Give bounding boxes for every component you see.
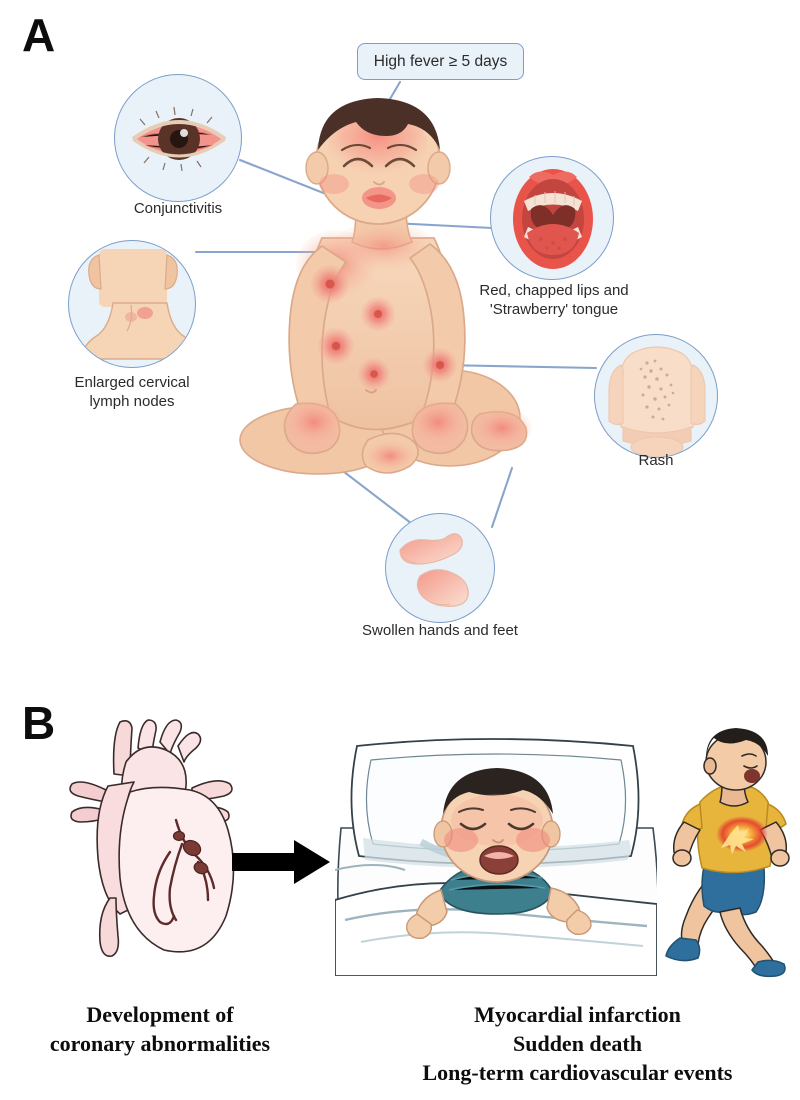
running-child-illustration <box>665 728 790 978</box>
fever-label-box: High fever ≥ 5 days <box>357 43 524 80</box>
hands-feet-label: Swollen hands and feet <box>362 622 518 639</box>
panel-b-letter: B <box>22 697 55 749</box>
flow-arrow-icon <box>232 840 330 884</box>
conjunctivitis-bubble <box>114 74 242 202</box>
rash-bubble <box>594 334 718 458</box>
rash-spots <box>311 265 457 390</box>
lymph-nodes-label: Enlarged cervical lymph nodes <box>74 374 190 410</box>
panel-a-letter: A <box>22 9 55 61</box>
infant-illustration <box>239 98 532 475</box>
swollen-hand-foot-icon <box>399 533 469 607</box>
hands-feet-bubble <box>385 513 495 623</box>
sick-infant-in-bed-illustration <box>335 738 657 976</box>
caption-cardiac-outcomes: Myocardial infarction Sudden death Long-… <box>422 1002 733 1086</box>
spotted-back-icon <box>608 346 706 457</box>
strawberry-tongue-label: Red, chapped lips and 'Strawberry' tongu… <box>479 282 629 318</box>
strawberry-tongue-bubble <box>490 156 614 280</box>
caption-coronary-abnormalities: Development of coronary abnormalities <box>49 1002 271 1057</box>
conjunctivitis-label: Conjunctivitis <box>133 200 223 217</box>
neck-back-icon <box>80 249 195 360</box>
lymph-nodes-bubble <box>68 240 196 368</box>
red-eye-icon <box>131 106 227 172</box>
open-mouth-icon <box>513 169 593 269</box>
fever-label-text: High fever ≥ 5 days <box>373 52 508 70</box>
rash-label: Rash <box>638 452 674 469</box>
heart-illustration <box>69 719 235 958</box>
